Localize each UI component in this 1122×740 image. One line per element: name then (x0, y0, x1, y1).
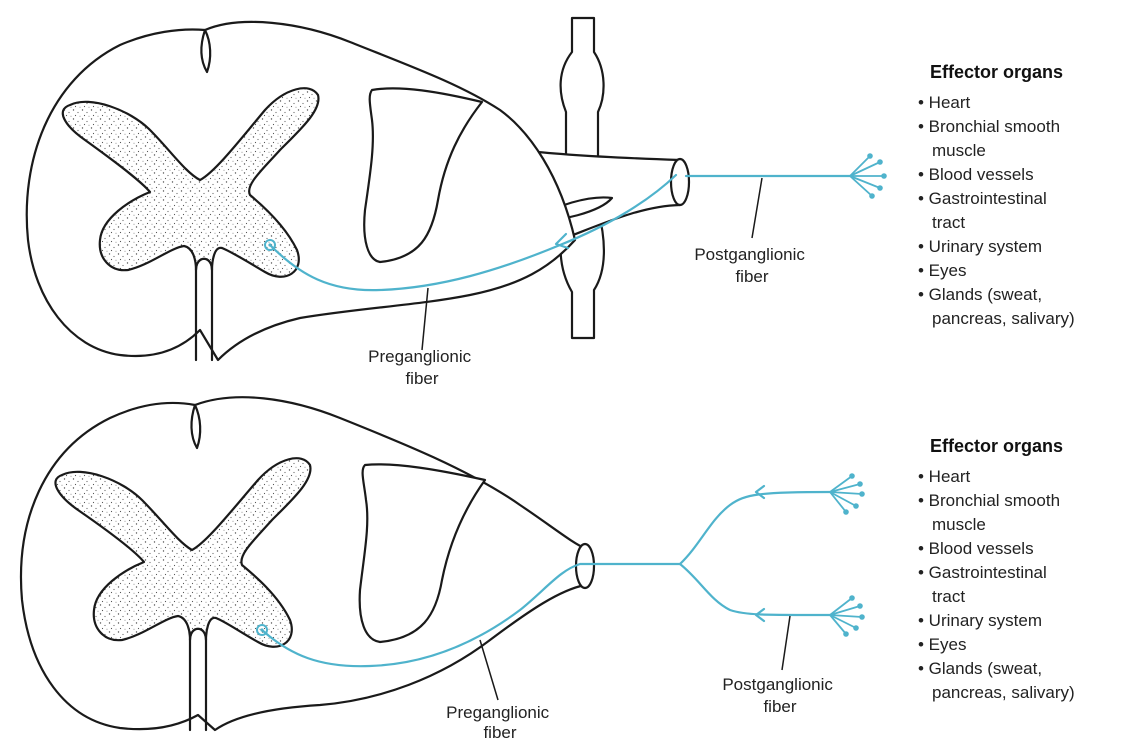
preganglionic-label-bottom: Preganglionic fiber (446, 703, 554, 740)
postganglionic-terminals-upper (830, 473, 865, 515)
postganglionic-label-top: Postganglionic fiber (694, 245, 809, 286)
spinal-cord-outline-top (27, 22, 575, 360)
preganglionic-leader-bottom (480, 640, 498, 700)
preganglionic-nucleus-bottom (260, 628, 263, 631)
postganglionic-leader-bottom (782, 616, 790, 670)
spinal-cord-outline-bottom (21, 397, 585, 730)
nerve-end-top (671, 159, 689, 205)
postganglionic-arrowhead-upper (756, 486, 764, 498)
nerve-end-bottom (576, 544, 594, 588)
preganglionic-nucleus-top (268, 243, 271, 246)
bottom-panel: Preganglionic fiber Postganglionic fiber… (21, 397, 1075, 740)
postganglionic-fiber-upper-bottom (680, 492, 830, 564)
postganglionic-fiber-lower-bottom (680, 564, 830, 615)
effector-organs-title-top: Effector organs (930, 62, 1063, 82)
effector-organs-title-bottom: Effector organs (930, 436, 1063, 456)
postganglionic-terminals-top (850, 153, 887, 199)
postganglionic-label-bottom: Postganglionic fiber (722, 675, 837, 716)
effector-organs-list-bottom: • Heart • Bronchial smooth muscle • Bloo… (918, 467, 1075, 702)
top-panel: Preganglionic fiber Postganglionic fiber… (27, 18, 1075, 388)
effector-organs-list-top: • Heart • Bronchial smooth muscle • Bloo… (918, 93, 1075, 328)
preganglionic-label-top: Preganglionic fiber (368, 347, 476, 388)
postganglionic-terminals-lower (830, 595, 865, 637)
postganglionic-leader-top (752, 178, 762, 238)
